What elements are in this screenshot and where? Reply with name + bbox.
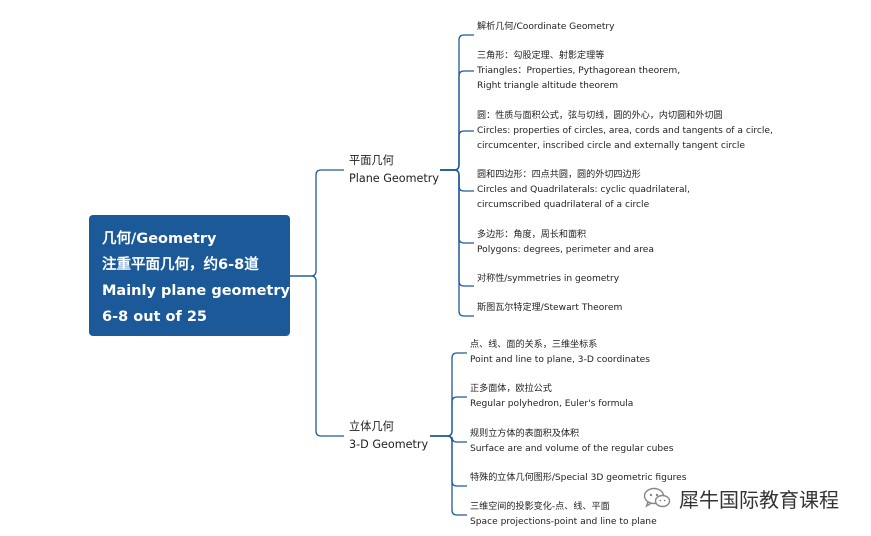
connector-plane-leaf-6	[440, 169, 474, 317]
leaf-surface-volume: 规则立方体的表面积及体积 Surface are and volume of t…	[470, 427, 673, 457]
leaf-line: Right triangle altitude theorem	[477, 80, 619, 91]
connector-3d-leaf-4	[430, 435, 467, 516]
connector-plane-leaf-3	[440, 169, 474, 192]
leaf-stewart-theorem: 斯图瓦尔特定理/Stewart Theorem	[477, 301, 622, 316]
leaf-line: 斯图瓦尔特定理/Stewart Theorem	[477, 303, 623, 313]
leaf-line: 点、线、面的关系，三维坐标系	[470, 340, 598, 350]
branch-3d-geometry: 立体几何 3-D Geometry	[349, 418, 428, 454]
branch-title-cn: 平面几何	[349, 154, 394, 167]
leaf-polygons: 多边形：角度，周长和面积 Polygons: degrees, perimete…	[477, 228, 654, 258]
connector-plane-leaf-0	[440, 34, 474, 171]
leaf-triangles: 三角形：勾股定理、射影定理等 Triangles：Properties, Pyt…	[477, 49, 680, 94]
connector-3d-leaf-3	[430, 435, 467, 487]
wechat-icon	[643, 487, 671, 508]
leaf-regular-polyhedron: 正多面体，欧拉公式 Regular polyhedron, Euler's fo…	[470, 382, 633, 412]
leaf-line: Triangles：Properties, Pythagorean theore…	[477, 65, 681, 76]
leaf-line: 圆：性质与面积公式，弦与切线，圆的外心，内切圆和外切圆	[477, 111, 723, 121]
leaf-circles: 圆：性质与面积公式，弦与切线，圆的外心，内切圆和外切圆 Circles: pro…	[477, 109, 773, 154]
leaf-line: 对称性/symmetries in geometry	[477, 274, 620, 284]
leaf-line: Polygons: degrees, perimeter and area	[477, 244, 654, 255]
connector-3d-leaf-0	[430, 352, 467, 437]
root-node: 几何/Geometry 注重平面几何，约6-8道 Mainly plane ge…	[89, 215, 290, 336]
watermark-text: 犀牛国际教育课程	[679, 487, 839, 512]
watermark: 犀牛国际教育课程	[643, 484, 839, 512]
branch-title-en: 3-D Geometry	[349, 438, 429, 451]
connector-3d-leaf-2	[430, 435, 467, 443]
root-subtitle-cn: 注重平面几何，约6-8道	[102, 257, 259, 273]
connector-plane-leaf-2	[440, 130, 474, 171]
leaf-line: 圆和四边形：四点共圆，圆的外切四边形	[477, 170, 641, 180]
leaf-line: 特殊的立体几何图形/Special 3D geometric figures	[470, 473, 687, 483]
leaf-line: Circles and Quadrilaterals: cyclic quadr…	[477, 184, 690, 195]
branch-title-cn: 立体几何	[349, 420, 394, 433]
connector-root-plane	[290, 169, 344, 277]
leaf-line: Circles: properties of circles, area, co…	[477, 125, 773, 136]
connector-root-3d	[290, 275, 344, 437]
leaf-line: Surface are and volume of the regular cu…	[470, 443, 674, 454]
leaf-space-projections: 三维空间的投影变化-点、线、平面 Space projections-point…	[470, 500, 657, 530]
leaf-line: Point and line to plane, 3-D coordinates	[470, 354, 651, 365]
connector-3d-leaf-1	[430, 396, 467, 437]
root-title: 几何/Geometry	[102, 231, 217, 247]
leaf-line: Regular polyhedron, Euler's formula	[470, 398, 634, 409]
leaf-line: 规则立方体的表面积及体积	[470, 429, 580, 439]
root-count: 6-8 out of 25	[102, 309, 208, 325]
leaf-line: 三维空间的投影变化-点、线、平面	[470, 502, 610, 512]
connector-plane-leaf-5	[440, 169, 474, 287]
connector-plane-leaf-4	[440, 169, 474, 244]
leaf-point-line-plane: 点、线、面的关系，三维坐标系 Point and line to plane, …	[470, 338, 650, 368]
branch-title-en: Plane Geometry	[349, 172, 440, 185]
leaf-line: circumscribed quadrilateral of a circle	[477, 199, 650, 210]
leaf-line: 多边形：角度，周长和面积	[477, 230, 587, 240]
leaf-line: Space projections-point and line to plan…	[470, 516, 657, 527]
leaf-line: circumcenter, inscribed circle and exter…	[477, 140, 746, 151]
connector-plane-leaf-1	[440, 70, 474, 171]
leaf-line: 三角形：勾股定理、射影定理等	[477, 51, 605, 61]
leaf-circles-quadrilaterals: 圆和四边形：四点共圆，圆的外切四边形 Circles and Quadrilat…	[477, 168, 690, 213]
leaf-coordinate-geometry: 解析几何/Coordinate Geometry	[477, 20, 615, 35]
leaf-symmetries: 对称性/symmetries in geometry	[477, 272, 619, 287]
branch-plane-geometry: 平面几何 Plane Geometry	[349, 152, 439, 188]
root-subtitle-en: Mainly plane geometry	[102, 283, 290, 299]
leaf-line: 正多面体，欧拉公式	[470, 384, 552, 394]
leaf-special-3d-figures: 特殊的立体几何图形/Special 3D geometric figures	[470, 471, 686, 486]
leaf-line: 解析几何/Coordinate Geometry	[477, 22, 615, 32]
